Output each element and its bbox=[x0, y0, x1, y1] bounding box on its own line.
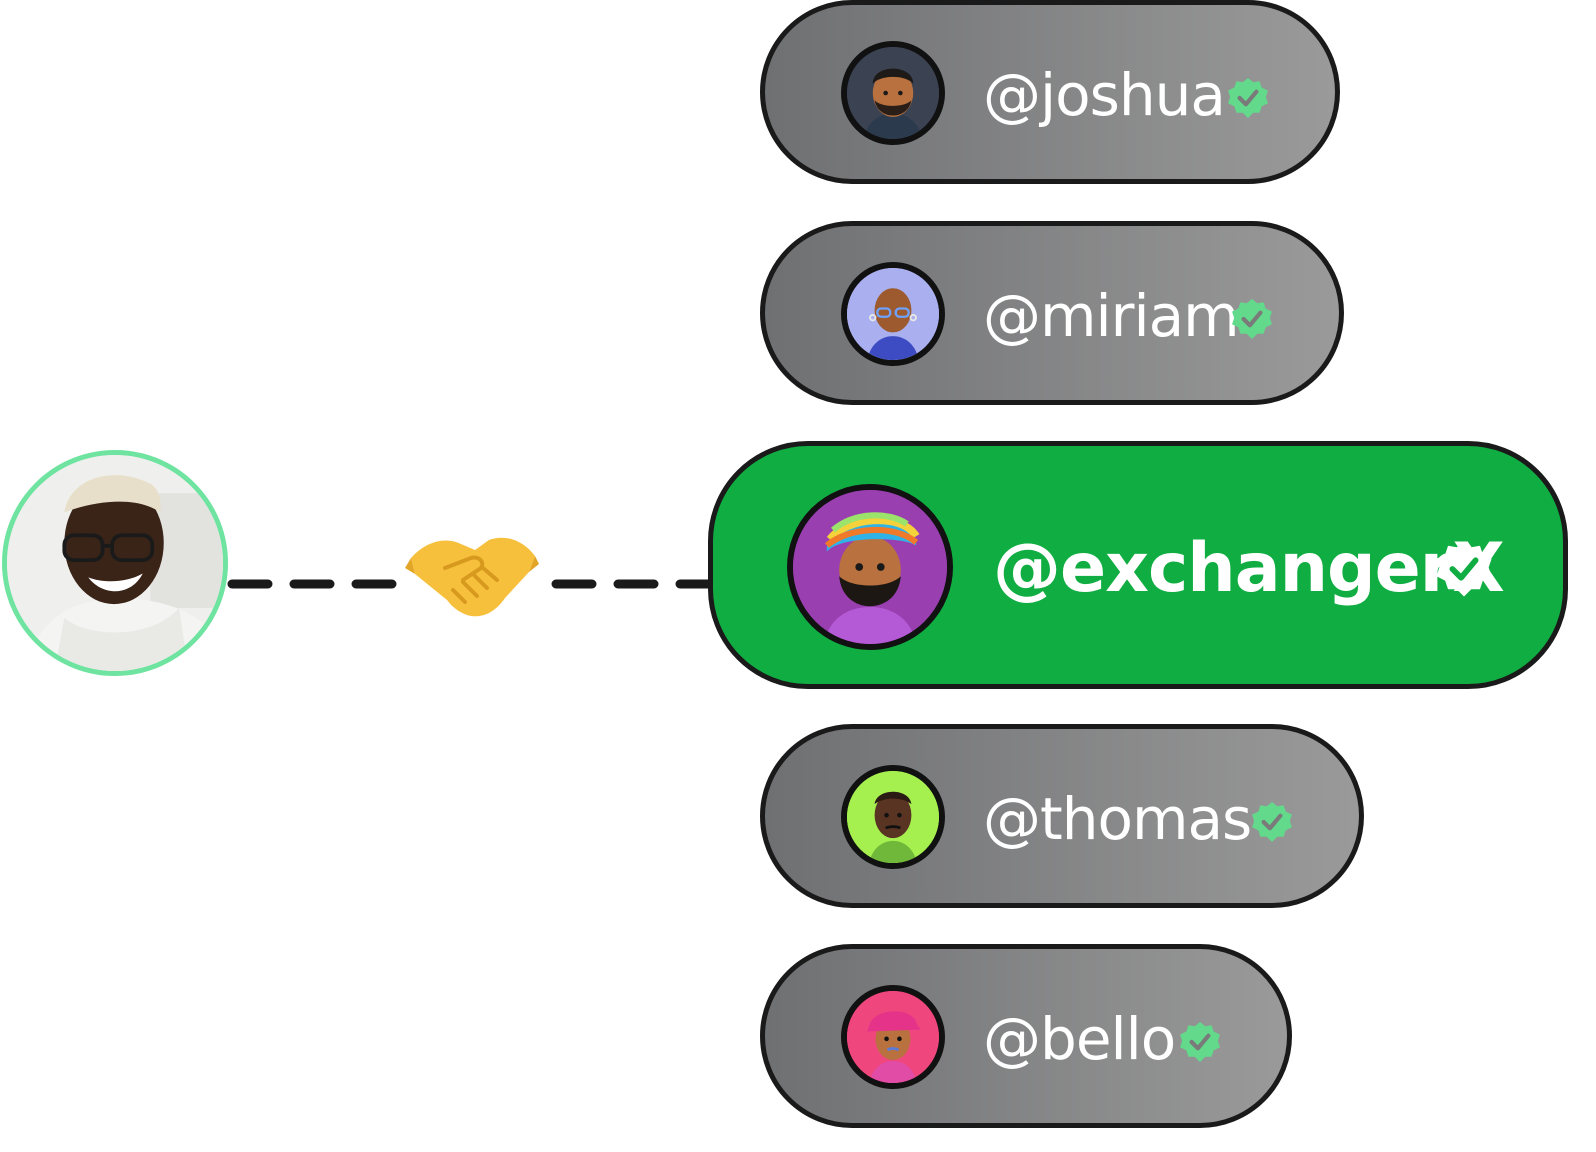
avatar-miriam-icon bbox=[847, 268, 939, 360]
verified-badge-icon bbox=[1435, 540, 1493, 598]
username: @miriam bbox=[983, 282, 1240, 350]
person-photo-icon bbox=[7, 455, 223, 671]
verified-badge-icon bbox=[1231, 298, 1273, 340]
avatar bbox=[841, 985, 945, 1089]
avatar-bello-icon bbox=[847, 991, 939, 1083]
verified-badge-icon bbox=[1227, 77, 1269, 119]
username: @joshua bbox=[983, 61, 1226, 129]
username: @bello bbox=[983, 1005, 1176, 1073]
user-card-joshua[interactable]: @joshua bbox=[760, 0, 1340, 184]
username: @exchangerX bbox=[993, 529, 1505, 608]
avatar bbox=[841, 262, 945, 366]
avatar-thomas-icon bbox=[847, 771, 939, 863]
username: @thomas bbox=[983, 785, 1252, 853]
avatar bbox=[841, 41, 945, 145]
verified-badge-icon bbox=[1179, 1021, 1221, 1063]
avatar bbox=[841, 765, 945, 869]
user-card-thomas[interactable]: @thomas bbox=[760, 724, 1364, 908]
avatar bbox=[787, 484, 953, 650]
user-card-exchangerx[interactable]: @exchangerX bbox=[708, 441, 1568, 689]
user-card-bello[interactable]: @bello bbox=[760, 944, 1292, 1128]
handshake-icon bbox=[405, 528, 539, 622]
current-user-avatar[interactable] bbox=[2, 450, 228, 676]
avatar-joshua-icon bbox=[847, 47, 939, 139]
avatar-exchangerx-icon bbox=[793, 490, 947, 644]
user-card-miriam[interactable]: @miriam bbox=[760, 221, 1344, 405]
verified-badge-icon bbox=[1251, 801, 1293, 843]
